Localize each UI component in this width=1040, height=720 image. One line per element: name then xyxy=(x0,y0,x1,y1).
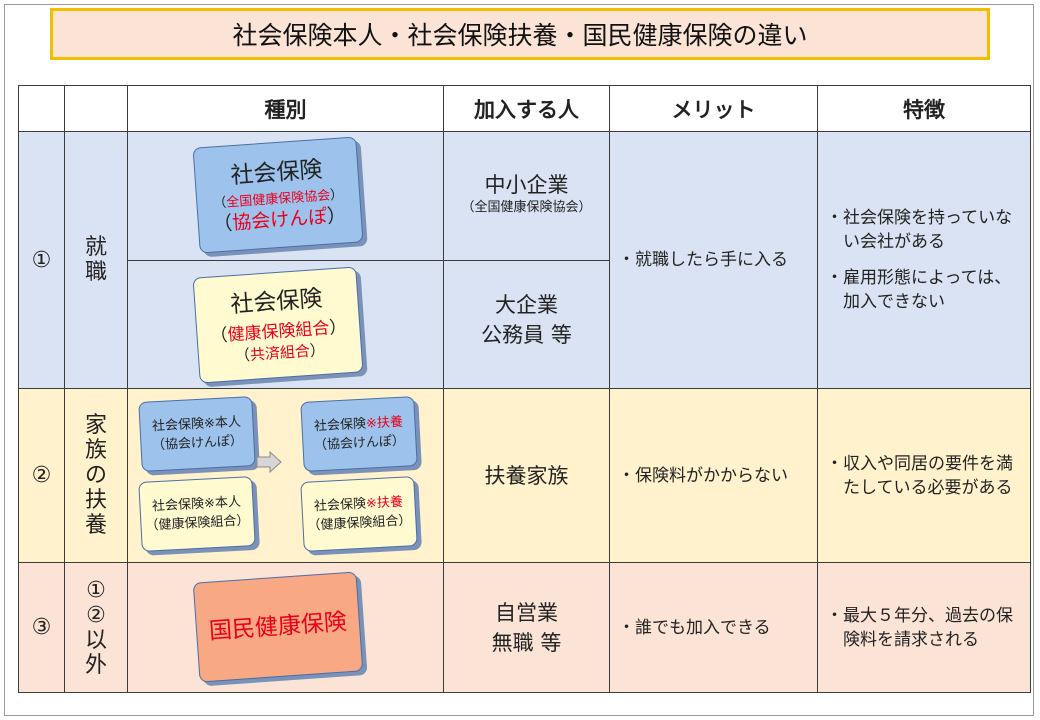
header-feature: 特徴 xyxy=(817,85,1031,132)
table-row: ② 家族の扶養 社会保険※本人（協会けんぽ） 社会保険※本人（健康保険組合） 社… xyxy=(18,388,1031,563)
dependent-kyokai-box: 社会保険※扶養（協会けんぽ） xyxy=(300,396,418,472)
merit-cell: ・誰でも加入できる xyxy=(609,562,818,693)
feature-cell: ・最大５年分、過去の保険料を請求される xyxy=(817,562,1031,693)
header-kind xyxy=(64,85,128,132)
type-cell: 社会保険※本人（協会けんぽ） 社会保険※本人（健康保険組合） 社会保険※扶養（協… xyxy=(127,388,444,563)
merit-cell: ・保険料がかからない xyxy=(609,388,818,563)
page-title: 社会保険本人・社会保険扶養・国民健康保険の違い xyxy=(50,8,990,60)
who-cell: 扶養家族 xyxy=(443,388,610,563)
self-kyokai-box: 社会保険※本人（協会けんぽ） xyxy=(138,396,256,472)
feature-cell: ・社会保険を持っていない会社がある ・雇用形態によっては、加入できない xyxy=(817,131,1031,389)
row-label: 就職 xyxy=(64,131,128,389)
merit-cell: ・就職したら手に入る xyxy=(609,131,818,389)
header-no xyxy=(18,85,65,132)
dependent-kumiai-box: 社会保険※扶養（健康保険組合） xyxy=(300,476,418,552)
row-label: 家族の扶養 xyxy=(64,388,128,563)
kokuho-box: 国民健康保険 xyxy=(192,571,364,683)
header-who: 加入する人 xyxy=(443,85,610,132)
header-type: 種別 xyxy=(127,85,444,132)
kyokai-kenpo-box: 社会保険 （全国健康保険協会） （協会けんぽ） xyxy=(192,136,364,254)
self-kumiai-box: 社会保険※本人（健康保険組合） xyxy=(138,476,256,552)
who-cell: 自営業 無職 等 xyxy=(443,562,610,693)
type-cell: 社会保険 （全国健康保険協会） （協会けんぽ） 社会保険 （健康保険組合） （共… xyxy=(127,131,444,389)
who-cell: 中小企業 （全国健康保険協会） 大企業 公務員 等 xyxy=(443,131,610,389)
kenpo-kumiai-box: 社会保険 （健康保険組合） （共済組合） xyxy=(192,266,364,384)
header-row: 種別 加入する人 メリット 特徴 xyxy=(18,85,1031,132)
row-number: ① xyxy=(18,131,65,389)
comparison-table: 種別 加入する人 メリット 特徴 ① 就職 社会保険 （全国健康保険協会） （協… xyxy=(18,85,1031,693)
row-number: ③ xyxy=(18,562,65,693)
row-number: ② xyxy=(18,388,65,563)
arrow-right-icon xyxy=(256,451,282,473)
table-row: ① 就職 社会保険 （全国健康保険協会） （協会けんぽ） 社会保険 （健康保険組… xyxy=(18,131,1031,389)
page-frame xyxy=(4,4,1034,716)
feature-cell: ・収入や同居の要件を満たしている必要がある xyxy=(817,388,1031,563)
type-cell: 国民健康保険 xyxy=(127,562,444,693)
header-merit: メリット xyxy=(609,85,818,132)
